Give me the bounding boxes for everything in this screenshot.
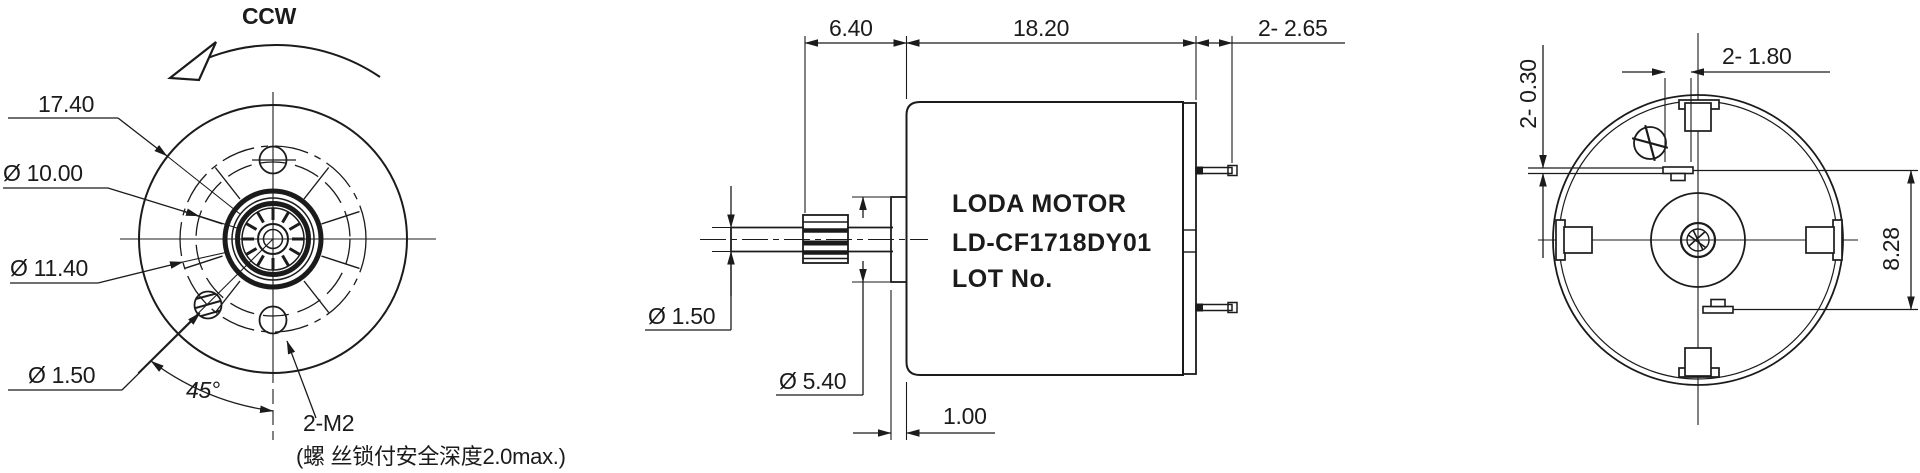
- leader-10-00-ext: [198, 215, 238, 229]
- body-label-lot: LOT No.: [952, 265, 1053, 293]
- leader-17-40: [117, 117, 168, 157]
- screw-hole-45deg: [193, 290, 223, 320]
- arc-45deg: [150, 360, 274, 414]
- body-label-model: LD-CF1718DY01: [952, 229, 1152, 257]
- dim-label-265: 2- 2.65: [1258, 15, 1328, 41]
- dim-label-030: 2- 0.30: [1515, 59, 1541, 129]
- leader-1-50: [121, 312, 201, 391]
- screw-note-label: (螺 丝锁付安全深度2.0max.): [296, 444, 566, 469]
- bolt-circle-10-00: [195, 161, 351, 317]
- motor-body: [905, 101, 1184, 376]
- terminal-top-side: [1195, 164, 1238, 177]
- dim-label-boss: Ø 5.40: [779, 368, 846, 394]
- body-label-brand: LODA MOTOR: [952, 190, 1126, 218]
- dim-label-640: 6.40: [829, 15, 873, 41]
- rear-view: 2- 0.30 2- 1.80 8.28: [1515, 33, 1918, 425]
- end-cap: [1182, 102, 1197, 375]
- vent-hole-icon: [1631, 124, 1669, 162]
- dim-label-100: 1.00: [943, 403, 987, 429]
- crimp-tabs: [1555, 99, 1843, 378]
- shaft-end: [1679, 221, 1717, 259]
- dim-label-17-40: 17.40: [38, 91, 94, 117]
- shaft-circle: [257, 223, 289, 255]
- line-45deg: [137, 238, 274, 374]
- bolt-circle-11-40: [179, 145, 367, 333]
- side-view: LODA MOTOR LD-CF1718DY01 LOT No. 6.40 18…: [645, 15, 1345, 440]
- dim-label-828: 8.28: [1878, 227, 1904, 271]
- dim-label-45: 45°: [186, 377, 220, 403]
- motor-shaft: [730, 226, 893, 253]
- ccw-label: CCW: [242, 3, 297, 29]
- dim-label-1820: 18.20: [1013, 15, 1069, 41]
- terminal-top-rear: [1662, 166, 1694, 182]
- front-view: CCW: [3, 3, 566, 469]
- rear-boss-circle: [1650, 192, 1746, 288]
- leader-11-40-ext: [182, 251, 229, 263]
- leader-2-m2: [286, 340, 317, 419]
- dim-label-11-40: Ø 11.40: [10, 255, 88, 281]
- screw-callout-label: 2-M2: [303, 410, 354, 436]
- pinion-gear: [802, 214, 849, 264]
- screw-hole-bottom: [258, 305, 288, 335]
- leader-17-40-ext: [166, 155, 241, 215]
- dim-label-180: 2- 1.80: [1722, 43, 1792, 69]
- dim-label-shaft: Ø 1.50: [648, 303, 715, 329]
- dim-label-10-00: Ø 10.00: [3, 160, 83, 186]
- terminal-bottom-side: [1195, 301, 1238, 314]
- leader-10-00: [107, 187, 200, 217]
- ccw-arrow-icon: [167, 41, 218, 82]
- dim-label-1-50: Ø 1.50: [28, 362, 95, 388]
- front-gear-assembly: [222, 188, 324, 290]
- leader-11-40: [97, 261, 184, 284]
- shaft-inner-circle: [262, 228, 284, 250]
- rear-outer-circle: [1552, 94, 1844, 386]
- gear-teeth: [242, 208, 304, 270]
- terminal-bottom-rear: [1702, 298, 1734, 314]
